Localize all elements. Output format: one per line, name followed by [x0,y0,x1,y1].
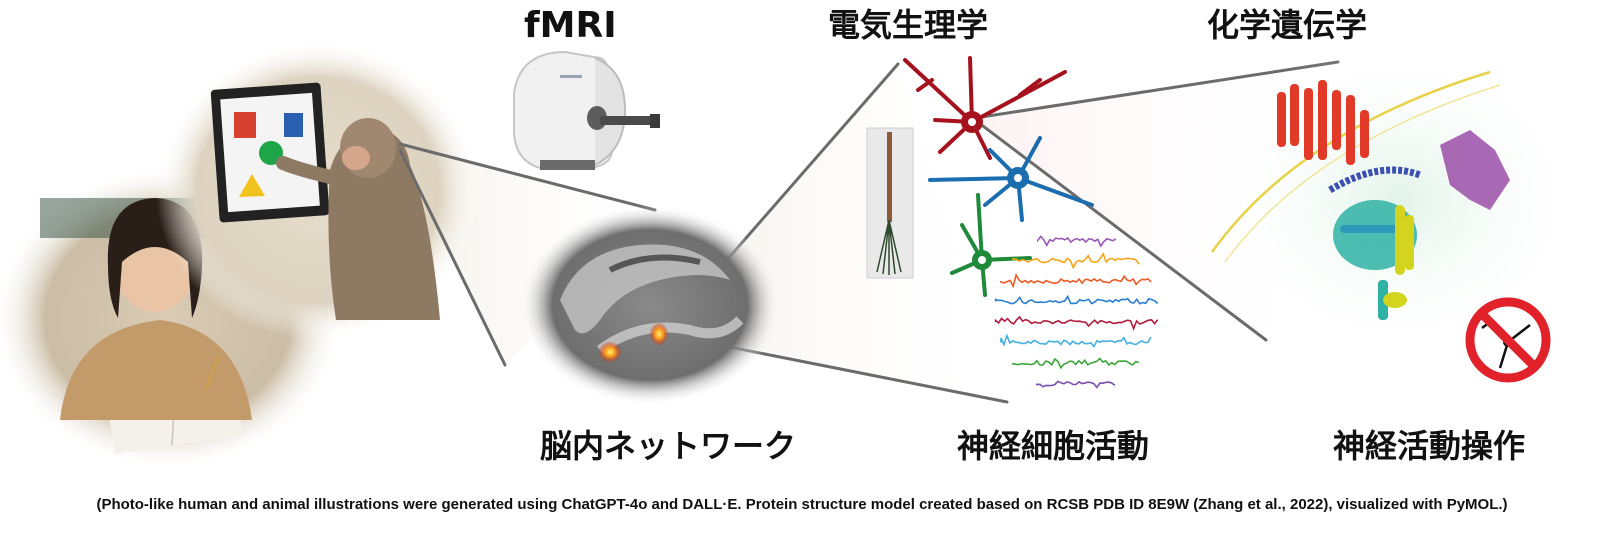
zoom-connector-lines [398,60,1340,404]
spike-trace-1 [1037,235,1117,248]
red-square [234,112,256,138]
brain-mri-slice [520,205,780,405]
activation-spot-right [650,323,668,345]
spike-trace-7 [1012,357,1140,370]
spike-trace-6 [1000,333,1152,348]
label-neural-manipulation: 神経活動操作 [1333,427,1526,465]
activation-spot-left [599,342,621,362]
spike-trace-3 [1000,272,1152,289]
label-chemogenetics: 化学遺伝学 [1207,6,1368,44]
label-brain-network: 脳内ネットワーク [540,427,797,465]
green-circle [259,141,283,165]
neuron-blue [928,136,1094,222]
spike-trace-5 [994,315,1159,331]
label-fmri: fMRI [524,5,617,46]
spike-trace-4 [994,294,1159,305]
blue-square [284,113,303,137]
monkey-illustration [156,40,480,340]
protein-structure [1210,40,1590,360]
spike-trace-2 [1012,252,1140,270]
prohibition-sign-icon [1465,297,1551,383]
spike-traces [994,235,1159,389]
spike-trace-8 [1036,380,1116,389]
figure-caption: (Photo-like human and animal illustratio… [96,496,1508,513]
mri-scanner [513,50,660,170]
yellow-triangle [239,174,265,197]
label-electrophysiology: 電気生理学 [828,6,989,44]
neuron-green [950,193,1032,297]
neuron-red [903,56,1067,160]
electrode-probe [866,127,914,279]
label-neuronal-activity: 神経細胞活動 [957,427,1150,465]
